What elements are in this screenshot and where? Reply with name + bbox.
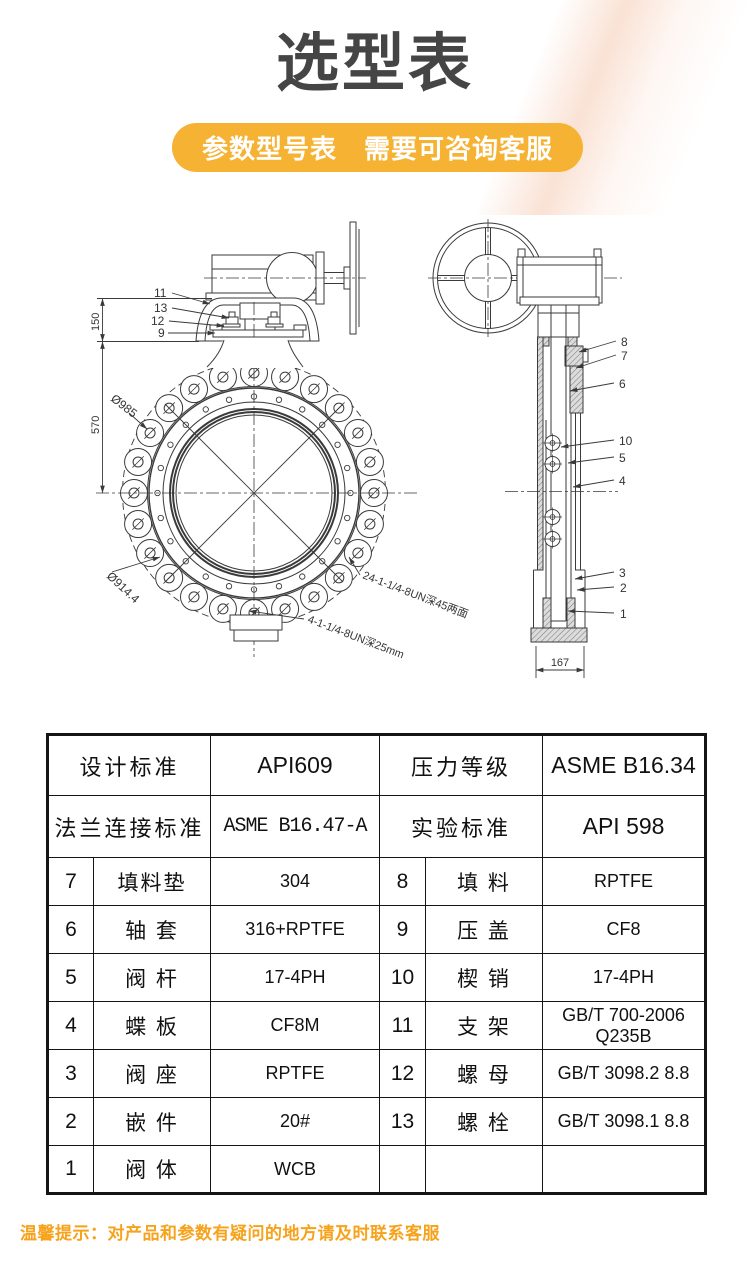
header-design-standard-label: 设计标准 bbox=[46, 734, 212, 796]
part-material: 17-4PH bbox=[210, 953, 381, 1002]
dim-150: 150 bbox=[90, 313, 102, 331]
header-pressure-class-value: ASME B16.34 bbox=[542, 734, 707, 796]
part-number: 10 bbox=[379, 953, 427, 1002]
callout-4: 4 bbox=[619, 474, 626, 488]
table-row: 4 蝶 板 CF8M 11 支 架 GB/T 700-2006 Q235B bbox=[47, 1001, 707, 1050]
dim-dia985: Ø985 bbox=[108, 391, 140, 420]
valve-technical-drawing: 11 13 12 9 150 570 Ø985 Ø914.4 24-1-1/4-… bbox=[90, 219, 633, 678]
table-row: 1 阀 体 WCB bbox=[47, 1145, 707, 1194]
part-number: 6 bbox=[47, 905, 94, 954]
part-number: 13 bbox=[379, 1097, 427, 1146]
dim-167: 167 bbox=[551, 657, 569, 669]
part-name: 螺 母 bbox=[425, 1049, 544, 1098]
part-material: CF8 bbox=[542, 905, 707, 954]
table-row: 3 阀 座 RPTFE 12 螺 母 GB/T 3098.2 8.8 bbox=[47, 1049, 707, 1098]
part-number: 8 bbox=[379, 857, 427, 906]
header-design-standard-value: API609 bbox=[210, 734, 381, 796]
header-test-standard-label: 实验标准 bbox=[379, 795, 544, 858]
callout-3: 3 bbox=[619, 566, 626, 580]
header-flange-standard-value: ASME B16.47-A bbox=[210, 795, 381, 858]
callout-1: 1 bbox=[620, 607, 627, 621]
note-24-bolt-holes: 24-1-1/4-8UN深45两面 bbox=[361, 569, 470, 621]
part-number: 2 bbox=[47, 1097, 94, 1146]
part-material: 17-4PH bbox=[542, 953, 707, 1002]
footer-tip: 温馨提示：对产品和参数有疑问的地方请及时联系客服 bbox=[20, 1224, 440, 1243]
part-name: 填 料 bbox=[425, 857, 544, 906]
valve-body-section bbox=[505, 304, 618, 643]
part-material: RPTFE bbox=[210, 1049, 381, 1098]
table-row: 设计标准 API609 压力等级 ASME B16.34 bbox=[46, 734, 707, 796]
spec-table: 设计标准 API609 压力等级 ASME B16.34 法兰连接标准 ASME… bbox=[46, 733, 708, 1195]
side-view bbox=[428, 219, 622, 678]
front-dimension-lines bbox=[97, 292, 361, 620]
part-material: GB/T 3098.2 8.8 bbox=[542, 1049, 707, 1098]
part-name: 嵌 件 bbox=[92, 1097, 212, 1146]
dim-dia914: Ø914.4 bbox=[104, 569, 143, 606]
table-row: 6 轴 套 316+RPTFE 9 压 盖 CF8 bbox=[47, 905, 707, 954]
part-name: 轴 套 bbox=[92, 905, 212, 954]
part-material: 20# bbox=[210, 1097, 381, 1146]
header-pressure-class-label: 压力等级 bbox=[379, 734, 544, 796]
part-name: 压 盖 bbox=[425, 905, 544, 954]
subtitle-badge: 参数型号表 需要可咨询客服 bbox=[172, 123, 583, 172]
part-material: RPTFE bbox=[542, 857, 707, 906]
callout-7: 7 bbox=[621, 349, 628, 363]
part-material: GB/T 700-2006 Q235B bbox=[542, 1001, 707, 1050]
page-title: 选型表 bbox=[276, 29, 474, 99]
part-name: 蝶 板 bbox=[92, 1001, 212, 1050]
yoke-bracket bbox=[195, 297, 320, 342]
part-number: 12 bbox=[379, 1049, 427, 1098]
part-name: 填料垫 bbox=[92, 857, 212, 906]
callout-12: 12 bbox=[151, 314, 165, 328]
callout-9: 9 bbox=[158, 326, 165, 340]
front-view bbox=[96, 221, 420, 657]
part-name: 楔 销 bbox=[425, 953, 544, 1002]
callout-2: 2 bbox=[620, 581, 627, 595]
callout-10: 10 bbox=[619, 434, 633, 448]
part-name: 阀 杆 bbox=[92, 953, 212, 1002]
part-material: 316+RPTFE bbox=[210, 905, 381, 954]
part-number: 1 bbox=[47, 1145, 94, 1194]
part-number: 5 bbox=[47, 953, 94, 1002]
part-name: 螺 栓 bbox=[425, 1097, 544, 1146]
dim-570: 570 bbox=[90, 416, 102, 434]
callout-6: 6 bbox=[619, 377, 626, 391]
part-name: 支 架 bbox=[425, 1001, 544, 1050]
table-row: 5 阀 杆 17-4PH 10 楔 销 17-4PH bbox=[47, 953, 707, 1002]
part-number: 9 bbox=[379, 905, 427, 954]
side-dimension-lines bbox=[535, 340, 617, 678]
gear-operator-front bbox=[204, 221, 366, 335]
part-number: 7 bbox=[47, 857, 94, 906]
part-material: 304 bbox=[210, 857, 381, 906]
header-test-standard-value: API 598 bbox=[542, 795, 707, 858]
table-row: 法兰连接标准 ASME B16.47-A 实验标准 API 598 bbox=[46, 795, 707, 858]
subtitle-badge-label: 参数型号表 需要可咨询客服 bbox=[201, 134, 553, 164]
part-number: 4 bbox=[47, 1001, 94, 1050]
part-number: 3 bbox=[47, 1049, 94, 1098]
callout-5: 5 bbox=[619, 451, 626, 465]
part-name bbox=[425, 1145, 544, 1194]
flange-ring bbox=[96, 302, 420, 657]
callout-13: 13 bbox=[154, 301, 168, 315]
table-row: 2 嵌 件 20# 13 螺 栓 GB/T 3098.1 8.8 bbox=[47, 1097, 707, 1146]
part-material: CF8M bbox=[210, 1001, 381, 1050]
header-flange-standard-label: 法兰连接标准 bbox=[46, 795, 212, 858]
part-number bbox=[379, 1145, 427, 1194]
gearbox-side bbox=[516, 248, 603, 306]
part-name: 阀 体 bbox=[92, 1145, 212, 1194]
part-material bbox=[542, 1145, 707, 1194]
part-material: WCB bbox=[210, 1145, 381, 1194]
valve-neck-front bbox=[205, 339, 305, 368]
part-name: 阀 座 bbox=[92, 1049, 212, 1098]
bottom-cover-front bbox=[229, 614, 283, 642]
callout-8: 8 bbox=[621, 335, 628, 349]
callout-11: 11 bbox=[154, 286, 167, 300]
table-row: 7 填料垫 304 8 填 料 RPTFE bbox=[47, 857, 707, 906]
part-material: GB/T 3098.1 8.8 bbox=[542, 1097, 707, 1146]
part-number: 11 bbox=[379, 1001, 427, 1050]
note-4-bolt-holes: 4-1-1/4-8UN深25mm bbox=[306, 613, 406, 662]
